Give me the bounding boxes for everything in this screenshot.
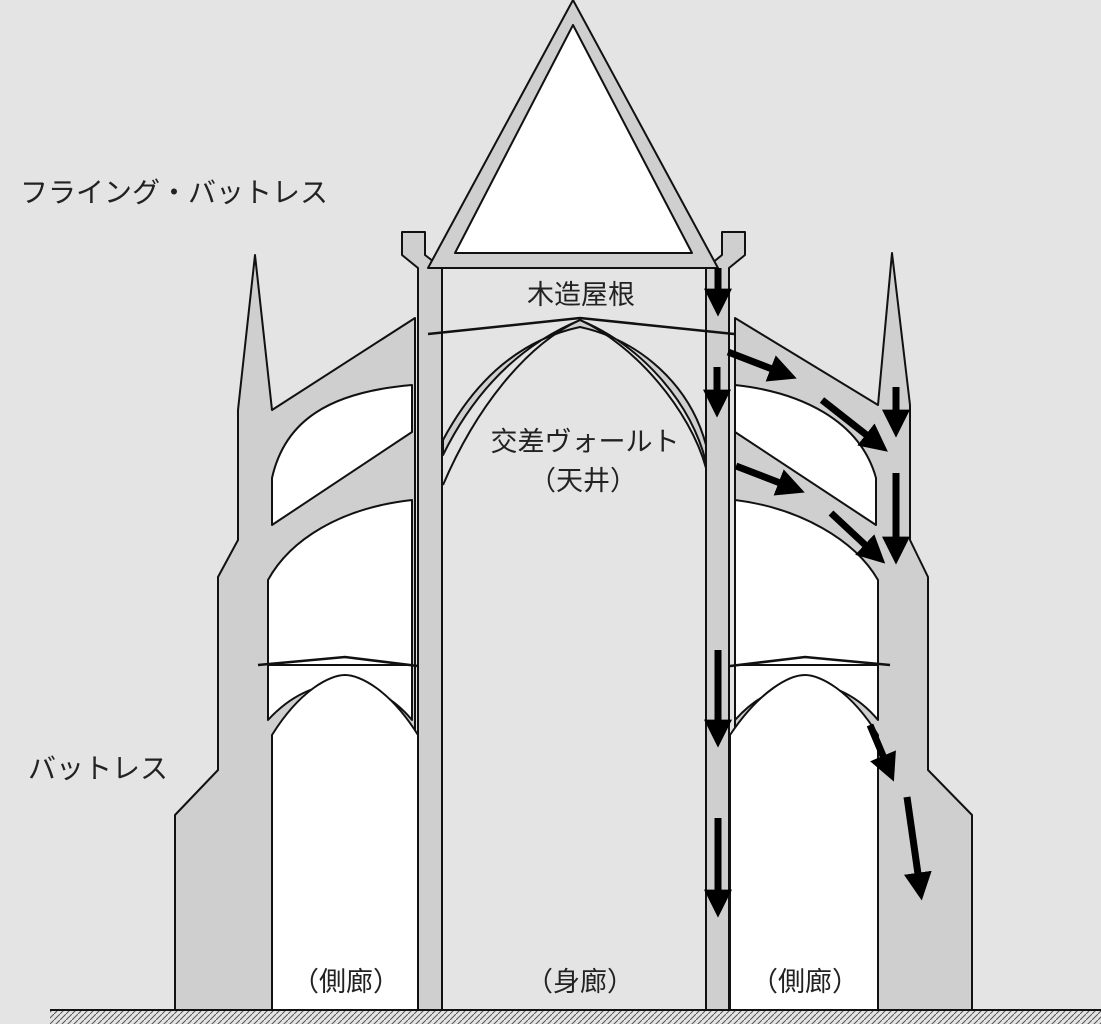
force-arrow (903, 796, 932, 901)
cross-vault-label: 交差ヴォールト (490, 427, 680, 458)
nave-label: （身廊） (526, 967, 634, 998)
right-nave-wall (705, 231, 746, 1011)
flying-buttress-label: フライング・バットレス (20, 176, 329, 209)
left-aisle-vault-line (257, 655, 427, 669)
aisle-right-label: （側廊） (751, 967, 859, 998)
buttress-label: バットレス (28, 752, 169, 785)
force-arrow (734, 462, 805, 496)
left-nave-wall (401, 231, 443, 1011)
ceiling-label: （天井） (529, 466, 637, 497)
force-arrows (703, 268, 932, 918)
force-arrow (726, 348, 797, 382)
force-arrow (828, 510, 886, 564)
aisle-left-label: （側廊） (292, 967, 400, 998)
wooden-roof (427, 0, 719, 269)
right-buttress-openings (729, 384, 879, 1011)
force-arrow (866, 723, 896, 782)
force-arrow (819, 397, 888, 452)
ground (50, 1009, 1101, 1024)
wooden-roof-label: 木造屋根 (527, 280, 635, 311)
cross-vault (427, 316, 735, 486)
left-buttress-openings (267, 384, 419, 1011)
right-aisle-vault-line (721, 655, 891, 669)
